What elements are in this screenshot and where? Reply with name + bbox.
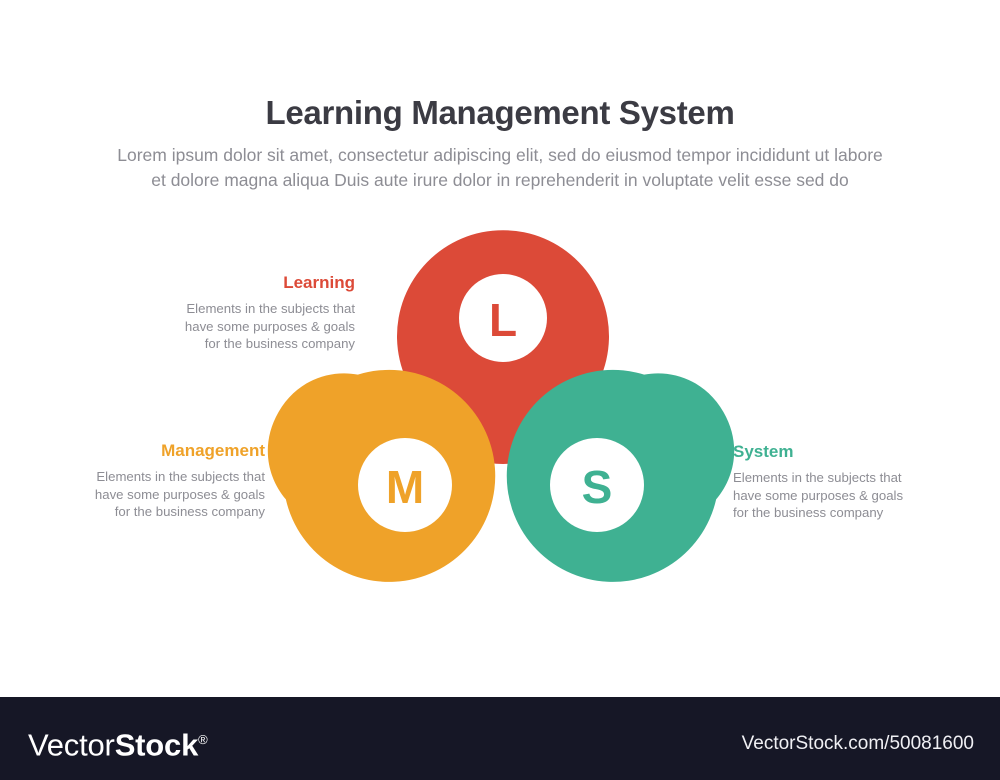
page-subtitle: Lorem ipsum dolor sit amet, consectetur … <box>50 143 950 193</box>
label-block-system: System Elements in the subjects that hav… <box>733 441 948 522</box>
management-letter: M <box>386 461 424 513</box>
watermark-url: VectorStock.com/50081600 <box>741 733 974 754</box>
segment-management[interactable]: M <box>226 320 534 620</box>
management-title: Management <box>161 441 265 460</box>
header: Learning Management System Lorem ipsum d… <box>0 92 1000 193</box>
logo-text-light: Vector <box>28 727 115 763</box>
learning-desc-line-2: have some purposes & goals <box>184 318 355 334</box>
learning-description: Elements in the subjects that have some … <box>155 300 355 353</box>
label-block-management: Management Elements in the subjects that… <box>60 440 265 521</box>
management-desc-line-1: Elements in the subjects that <box>96 469 265 484</box>
system-letter: S <box>582 461 613 513</box>
vectorstock-logo: VectorStock® <box>28 723 208 762</box>
system-title: System <box>733 442 794 461</box>
learning-title: Learning <box>283 273 355 292</box>
label-block-learning: Learning Elements in the subjects that h… <box>155 272 355 353</box>
management-desc-line-2: have some purposes & goals <box>94 486 265 502</box>
subtitle-line-1: Lorem ipsum dolor sit amet, consectetur … <box>117 145 883 165</box>
system-desc-line-2: have some purposes & goals <box>733 487 904 503</box>
page-title: Learning Management System <box>265 94 735 131</box>
subtitle-line-2: et dolore magna aliqua Duis aute irure d… <box>151 170 849 190</box>
pin-cluster-diagram: L M S <box>267 200 735 620</box>
diagram-svg: L M S <box>267 230 735 582</box>
learning-desc-line-3: for the business company <box>204 336 355 351</box>
management-letter-bg <box>358 438 452 532</box>
management-description: Elements in the subjects that have some … <box>60 468 265 521</box>
registered-trademark-icon: ® <box>198 732 208 747</box>
logo-text-bold: Stock <box>114 727 199 763</box>
system-desc-line-3: for the business company <box>733 505 884 520</box>
system-description: Elements in the subjects that have some … <box>733 469 948 522</box>
segment-system[interactable]: S <box>468 320 776 620</box>
system-letter-bg <box>550 438 644 532</box>
management-desc-line-3: for the business company <box>114 504 265 519</box>
learning-desc-line-1: Elements in the subjects that <box>186 301 355 316</box>
system-desc-line-1: Elements in the subjects that <box>733 470 902 485</box>
watermark-footer: VectorStock® VectorStock.com/50081600 <box>0 697 1000 780</box>
learning-letter: L <box>489 294 517 346</box>
learning-letter-bg <box>459 274 547 362</box>
